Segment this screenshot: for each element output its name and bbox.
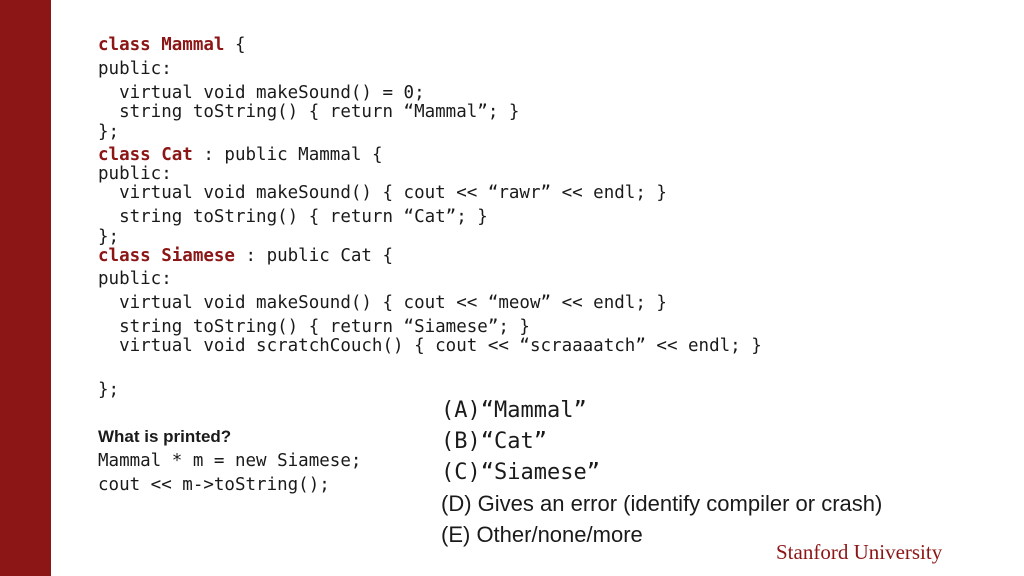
code-line-16: }; xyxy=(98,380,120,400)
option-e[interactable]: (E) Other/none/more xyxy=(441,522,643,547)
code-line-9: string toString() { return “Cat”; } xyxy=(98,207,488,227)
keyword-class-cat: class Cat xyxy=(98,145,193,165)
code-text: : public Mammal { xyxy=(192,145,383,165)
option-d[interactable]: (D) Gives an error (identify compiler or… xyxy=(441,491,883,516)
keyword-class-mammal: class Mammal xyxy=(98,35,225,55)
code-line-3: virtual void makeSound() = 0; xyxy=(98,83,425,103)
code-text: : public Cat { xyxy=(234,246,394,266)
code-line-8: virtual void makeSound() { cout << “rawr… xyxy=(98,183,667,203)
option-c[interactable]: (C)“Siamese” xyxy=(441,460,600,485)
code-line-12: public: xyxy=(98,269,172,289)
option-a[interactable]: (A)“Mammal” xyxy=(441,398,587,423)
code-line-13: virtual void makeSound() { cout << “meow… xyxy=(98,293,667,313)
code-line-10: }; xyxy=(98,227,120,247)
code-line-14: string toString() { return “Siamese”; } xyxy=(98,317,530,337)
code-line-2: public: xyxy=(98,59,172,79)
code-line-6: class Cat : public Mammal { xyxy=(98,145,382,165)
code-line-5: }; xyxy=(98,122,120,142)
code-line-15: virtual void scratchCouch() { cout << “s… xyxy=(98,336,762,356)
question-code-line-1: Mammal * m = new Siamese; xyxy=(98,451,362,471)
left-accent-bar xyxy=(0,0,51,576)
question-title: What is printed? xyxy=(98,427,232,446)
question-code-line-2: cout << m->toString(); xyxy=(98,475,330,495)
code-line-4: string toString() { return “Mammal”; } xyxy=(98,102,520,122)
code-text: { xyxy=(224,35,246,55)
code-line-1: class Mammal { xyxy=(98,35,246,55)
option-b[interactable]: (B)“Cat” xyxy=(441,429,547,454)
keyword-class-siamese: class Siamese xyxy=(98,246,235,266)
code-line-11: class Siamese : public Cat { xyxy=(98,246,393,266)
code-line-7: public: xyxy=(98,164,172,184)
stanford-logo: Stanford University xyxy=(776,540,943,564)
